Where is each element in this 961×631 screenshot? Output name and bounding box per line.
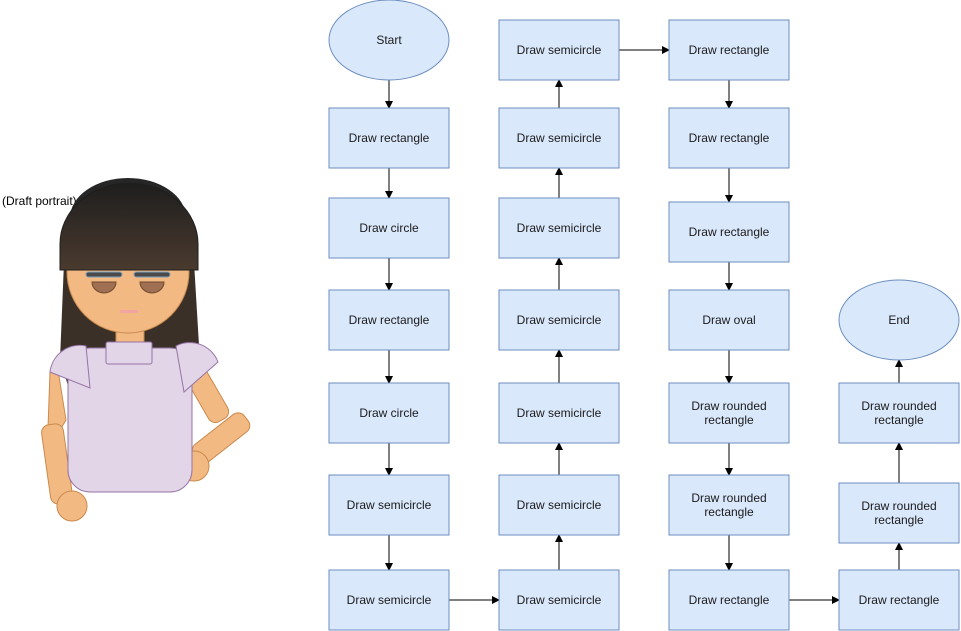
- node-label: Draw semicircle: [517, 131, 602, 145]
- node-label: Draw rectangle: [349, 313, 430, 327]
- node-label: Draw semicircle: [517, 221, 602, 235]
- left-sleeve: [49, 344, 91, 389]
- node-shape: [838, 569, 960, 631]
- process-node: Draw rectangle: [668, 201, 790, 263]
- node-shape: [328, 289, 450, 351]
- edges-layer: [385, 46, 903, 604]
- node-shape: [328, 107, 450, 169]
- process-node: Draw rectangle: [668, 569, 790, 631]
- node-shape: [838, 382, 960, 444]
- process-node: Draw rectangle: [328, 107, 450, 169]
- node-label: Draw rectangle: [689, 225, 770, 239]
- node-label: Draw circle: [359, 406, 419, 420]
- node-shape: [668, 107, 790, 169]
- node-shape: [668, 201, 790, 263]
- mouth: [120, 310, 138, 313]
- node-label: Draw semicircle: [517, 406, 602, 420]
- left-eye: [91, 281, 117, 294]
- node-label: Draw circle: [359, 221, 419, 235]
- collar: [105, 341, 153, 365]
- node-shape: [838, 482, 960, 544]
- node-shape: [328, 569, 450, 631]
- node-shape: [498, 107, 620, 169]
- left-eyebrow: [85, 271, 123, 278]
- process-node: Draw rectangle: [328, 289, 450, 351]
- node-shape: [498, 382, 620, 444]
- node-label: Draw rectangle: [689, 131, 770, 145]
- process-node: Draw semicircle: [328, 474, 450, 536]
- node-label: Draw semicircle: [517, 313, 602, 327]
- node-shape: [328, 474, 450, 536]
- node-shape: [498, 289, 620, 351]
- node-label: Draw rectangle: [859, 593, 940, 607]
- process-node: Draw circle: [328, 382, 450, 444]
- node-label: Draw semicircle: [517, 593, 602, 607]
- process-node: Draw semicircle: [498, 474, 620, 536]
- node-shape: [668, 474, 790, 536]
- process-node: Draw semicircle: [498, 569, 620, 631]
- process-node: Draw oval: [668, 289, 790, 351]
- node-shape: [668, 569, 790, 631]
- node-shape: [328, 0, 450, 81]
- process-node: Draw semicircle: [498, 197, 620, 259]
- node-label: End: [888, 313, 909, 327]
- node-shape: [498, 474, 620, 536]
- node-label: Draw rectangle: [689, 43, 770, 57]
- node-label: Draw oval: [702, 313, 755, 327]
- node-label: Draw semicircle: [347, 593, 432, 607]
- right-eyebrow: [133, 271, 171, 278]
- right-eye: [139, 281, 165, 294]
- node-shape: [498, 197, 620, 259]
- node-label: Draw rectangle: [689, 593, 770, 607]
- process-node: Draw semicircle: [498, 289, 620, 351]
- process-node: Draw rectangle: [668, 107, 790, 169]
- node-shape: [668, 382, 790, 444]
- process-node: Draw circle: [328, 197, 450, 259]
- node-label: Draw semicircle: [517, 43, 602, 57]
- process-node: Draw rectangle: [668, 19, 790, 81]
- left-hand: [56, 490, 88, 522]
- portrait-caption: (Draft portrait): [2, 194, 77, 208]
- process-node: Draw semicircle: [498, 107, 620, 169]
- terminal-node-start: Start: [328, 0, 450, 81]
- terminal-node-end: End: [838, 279, 960, 361]
- right-sleeve: [175, 342, 219, 393]
- process-node: Draw rectangle: [838, 569, 960, 631]
- node-label: Draw semicircle: [347, 498, 432, 512]
- hair-bangs: [59, 182, 199, 271]
- node-shape: [838, 279, 960, 361]
- node-label: Start: [376, 33, 402, 47]
- node-label: Draw semicircle: [517, 498, 602, 512]
- node-shape: [328, 382, 450, 444]
- process-node: Draw semicircle: [328, 569, 450, 631]
- process-node: Draw semicircle: [498, 19, 620, 81]
- node-shape: [498, 19, 620, 81]
- node-shape: [328, 197, 450, 259]
- node-label: Draw rectangle: [349, 131, 430, 145]
- node-shape: [668, 289, 790, 351]
- node-shape: [498, 569, 620, 631]
- node-shape: [668, 19, 790, 81]
- process-node: Draw semicircle: [498, 382, 620, 444]
